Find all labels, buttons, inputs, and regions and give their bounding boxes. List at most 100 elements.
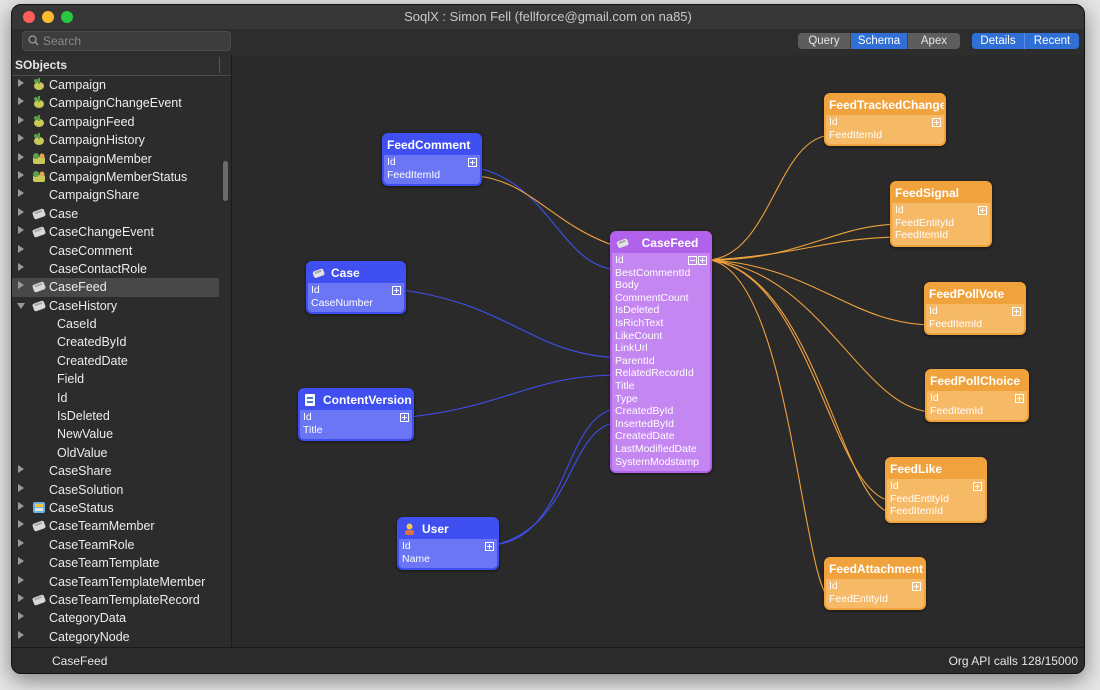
sidebar-item[interactable]: CaseTeamTemplate <box>12 554 219 572</box>
tab-recent[interactable]: Recent <box>1025 33 1079 49</box>
disclosure-triangle-icon[interactable] <box>18 262 24 271</box>
disclosure-triangle-icon[interactable] <box>18 207 24 216</box>
sidebar-item[interactable]: CategoryData <box>12 609 219 627</box>
disclosure-triangle-icon[interactable] <box>17 302 25 309</box>
disclosure-triangle-icon[interactable] <box>18 520 24 529</box>
entity-header[interactable]: Case <box>308 263 404 283</box>
entity-header[interactable]: FeedTrackedChange <box>826 95 944 115</box>
disclosure-triangle-icon[interactable] <box>18 557 24 566</box>
sidebar-item[interactable]: CampaignShare <box>12 186 219 204</box>
entity-header[interactable]: CaseFeed <box>612 233 710 253</box>
sidebar-item[interactable]: CampaignMember <box>12 150 219 168</box>
sidebar-item[interactable]: CaseChangeEvent <box>12 223 219 241</box>
sidebar-field-item[interactable]: Field <box>12 370 219 388</box>
disclosure-triangle-icon[interactable] <box>18 244 24 253</box>
sidebar-item[interactable]: CaseStatus <box>12 499 219 517</box>
minimize-window-button[interactable] <box>42 11 54 23</box>
sidebar-item[interactable]: CampaignFeed <box>12 113 219 131</box>
sidebar-item[interactable]: CaseTeamTemplateRecord <box>12 591 219 609</box>
entity-header[interactable]: User <box>399 519 497 539</box>
sidebar-item[interactable]: CampaignHistory <box>12 131 219 149</box>
disclosure-triangle-icon[interactable] <box>18 575 24 584</box>
disclosure-triangle-icon[interactable] <box>18 281 24 290</box>
sidebar-item[interactable]: CaseTeamMember <box>12 517 219 535</box>
sidebar-item[interactable]: CategoryNode <box>12 628 219 646</box>
entity-header[interactable]: FeedSignal <box>892 183 990 203</box>
sidebar-item[interactable]: Case <box>12 205 219 223</box>
disclosure-triangle-icon[interactable] <box>18 134 24 143</box>
expand-icon[interactable] <box>1015 394 1024 403</box>
sidebar-field-item[interactable]: IsDeleted <box>12 407 219 425</box>
disclosure-triangle-icon[interactable] <box>18 465 24 474</box>
tab-apex[interactable]: Apex <box>908 33 960 49</box>
disclosure-triangle-icon[interactable] <box>18 152 24 161</box>
expand-icon[interactable] <box>400 413 409 422</box>
expand-icon[interactable] <box>468 158 477 167</box>
sidebar-item[interactable]: CaseSolution <box>12 481 219 499</box>
tab-schema[interactable]: Schema <box>851 33 908 49</box>
disclosure-triangle-icon[interactable] <box>18 593 24 602</box>
tab-query[interactable]: Query <box>798 33 851 49</box>
expand-icon[interactable] <box>973 482 982 491</box>
search-input[interactable] <box>43 32 223 50</box>
sidebar-item[interactable]: CampaignMemberStatus <box>12 168 219 186</box>
close-window-button[interactable] <box>23 11 35 23</box>
entity-header[interactable]: FeedLike <box>887 459 985 479</box>
sidebar-item[interactable]: CaseComment <box>12 242 219 260</box>
tab-details[interactable]: Details <box>972 33 1025 49</box>
expand-icon[interactable] <box>912 582 921 591</box>
disclosure-triangle-icon[interactable] <box>18 170 24 179</box>
expand-icon[interactable] <box>978 206 987 215</box>
expand-icon[interactable] <box>485 542 494 551</box>
sidebar-item[interactable]: CampaignChangeEvent <box>12 94 219 112</box>
disclosure-triangle-icon[interactable] <box>18 501 24 510</box>
sidebar-field-item[interactable]: CreatedDate <box>12 352 219 370</box>
entity-header[interactable]: ContentVersion <box>300 390 412 410</box>
sidebar-scrollbar[interactable] <box>223 161 228 201</box>
sidebar-field-item[interactable]: OldValue <box>12 444 219 462</box>
disclosure-triangle-icon[interactable] <box>18 226 24 235</box>
expand-icon[interactable] <box>698 256 707 265</box>
entity-header[interactable]: FeedComment <box>384 135 480 155</box>
sidebar-item[interactable]: CaseFeed <box>12 278 219 297</box>
disclosure-triangle-icon[interactable] <box>18 612 24 621</box>
sidebar-field-item[interactable]: NewValue <box>12 425 219 443</box>
expand-icon[interactable] <box>1012 307 1021 316</box>
sidebar-item[interactable]: CaseHistory <box>12 297 219 315</box>
sidebar-field-item[interactable]: Id <box>12 389 219 407</box>
sidebar-item[interactable]: CaseTeamRole <box>12 536 219 554</box>
sidebar-field-item[interactable]: CreatedById <box>12 333 219 351</box>
collapse-icon[interactable] <box>688 256 697 265</box>
sidebar-item[interactable]: Campaign <box>12 76 219 94</box>
sidebar-item[interactable]: CaseTeamTemplateMember <box>12 573 219 591</box>
sidebar-item[interactable]: CaseShare <box>12 462 219 480</box>
expand-icon[interactable] <box>392 286 401 295</box>
sidebar-item[interactable]: CaseContactRole <box>12 260 219 278</box>
entity-header[interactable]: FeedPollChoice <box>927 371 1027 391</box>
disclosure-triangle-icon[interactable] <box>18 630 24 639</box>
entity-header[interactable]: FeedPollVote <box>926 284 1024 304</box>
disclosure-triangle-icon[interactable] <box>18 538 24 547</box>
disclosure-triangle-icon[interactable] <box>18 97 24 106</box>
disclosure-triangle-icon[interactable] <box>18 79 24 87</box>
disclosure-triangle-icon[interactable] <box>18 483 24 492</box>
sidebar-field-item[interactable]: CaseId <box>12 315 219 333</box>
expand-icon[interactable] <box>932 118 941 127</box>
zoom-window-button[interactable] <box>61 11 73 23</box>
sobjects-header[interactable]: SObjects <box>12 55 231 76</box>
search-box[interactable] <box>22 31 231 51</box>
entity-header[interactable]: FeedAttachment <box>826 559 924 579</box>
disclosure-triangle-icon[interactable] <box>18 115 24 124</box>
disclosure-triangle-icon[interactable] <box>18 189 24 198</box>
